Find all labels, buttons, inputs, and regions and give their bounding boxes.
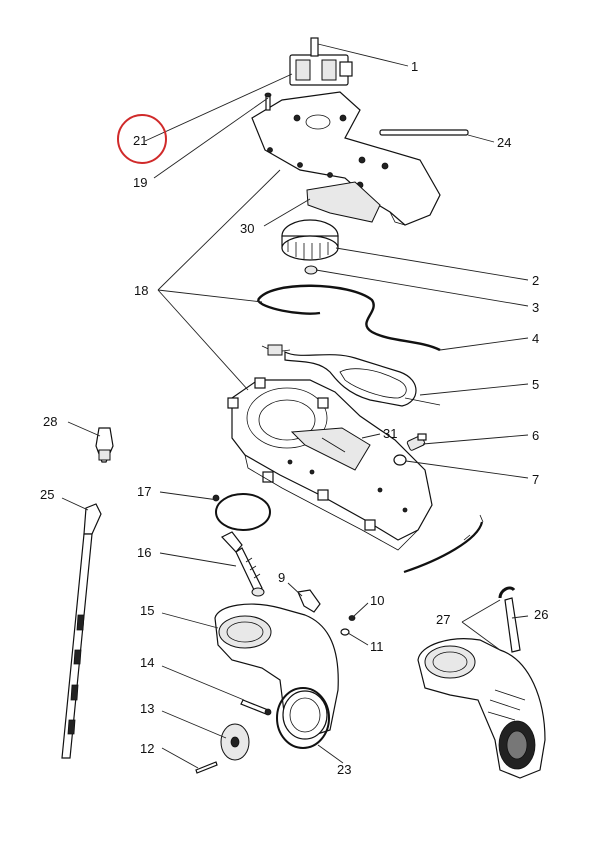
label-27: 27 <box>436 612 450 627</box>
highlight-circle <box>117 114 167 164</box>
part-11-washer <box>340 628 350 636</box>
part-17-gasket-ring <box>212 493 271 531</box>
part-3-nut <box>304 265 318 275</box>
part-5-heating-element <box>284 351 441 407</box>
part-25-wand <box>61 503 102 759</box>
part-7-oring <box>393 454 407 466</box>
label-18: 18 <box>134 283 148 298</box>
label-14: 14 <box>140 655 154 670</box>
label-13: 13 <box>140 701 154 716</box>
label-25: 25 <box>40 487 54 502</box>
label-31: 31 <box>383 426 397 441</box>
label-24: 24 <box>497 135 511 150</box>
label-17: 17 <box>137 484 151 499</box>
part-23-ring <box>276 687 330 749</box>
label-15: 15 <box>140 603 154 618</box>
label-4: 4 <box>532 331 539 346</box>
top-handle-housing <box>251 91 441 226</box>
part-9-fitting <box>297 589 321 613</box>
part-10-screw <box>348 615 356 621</box>
leader-lines <box>61 43 529 769</box>
label-19: 19 <box>133 175 147 190</box>
part-4-cord-plug <box>261 344 291 356</box>
label-10: 10 <box>370 593 384 608</box>
part-2-fan-wheel <box>281 219 339 261</box>
part-1-motor-block <box>289 37 353 86</box>
part-30-bracket <box>306 181 381 223</box>
part-26-27-assembled-unit <box>417 586 546 779</box>
part-31-plate <box>290 427 371 471</box>
label-2: 2 <box>532 273 539 288</box>
label-23: 23 <box>337 762 351 777</box>
part-16-hose-elbow <box>221 531 265 597</box>
label-6: 6 <box>532 428 539 443</box>
label-28: 28 <box>43 414 57 429</box>
part-18-gasket-cord <box>256 284 441 352</box>
part-19-screw <box>264 92 272 111</box>
label-3: 3 <box>532 300 539 315</box>
part-15-lower-housing <box>214 603 339 740</box>
label-1: 1 <box>411 59 418 74</box>
hook-cable <box>403 514 484 574</box>
part-13-disc <box>220 723 250 761</box>
label-26: 26 <box>534 607 548 622</box>
part-28-nozzle <box>95 427 114 463</box>
part-6-connector <box>406 433 427 451</box>
label-16: 16 <box>137 545 151 560</box>
label-30: 30 <box>240 221 254 236</box>
label-9: 9 <box>278 570 285 585</box>
label-12: 12 <box>140 741 154 756</box>
part-12-pin <box>195 761 218 774</box>
label-21: 21 <box>133 133 147 148</box>
part-24-rod <box>379 129 469 136</box>
label-5: 5 <box>532 377 539 392</box>
label-11: 11 <box>370 639 384 654</box>
callout-labels: 1 21 19 24 30 2 18 3 4 5 28 31 6 7 17 25… <box>40 59 548 777</box>
label-7: 7 <box>532 472 539 487</box>
part-14-shaft <box>240 699 272 716</box>
